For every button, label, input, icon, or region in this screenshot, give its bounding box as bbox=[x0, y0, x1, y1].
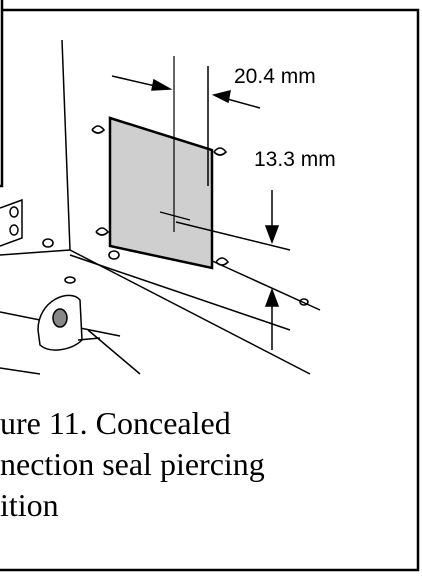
height-dimension-label: 13.3 mm bbox=[254, 148, 336, 171]
center-crosshair bbox=[159, 56, 191, 232]
figure-caption: ure 11. Concealed nection seal piercing … bbox=[0, 403, 420, 526]
seal-area bbox=[108, 116, 214, 270]
height-dimension bbox=[175, 190, 291, 350]
mounting-lug bbox=[37, 294, 101, 351]
caption-line-1: ure 11. Concealed bbox=[0, 405, 231, 441]
screw-marks bbox=[42, 125, 309, 306]
left-bracket bbox=[0, 198, 23, 247]
caption-line-3: ition bbox=[0, 487, 59, 523]
width-dimension bbox=[111, 66, 261, 186]
caption-line-2: nection seal piercing bbox=[0, 446, 265, 482]
width-dimension-label: 20.4 mm bbox=[234, 65, 316, 88]
